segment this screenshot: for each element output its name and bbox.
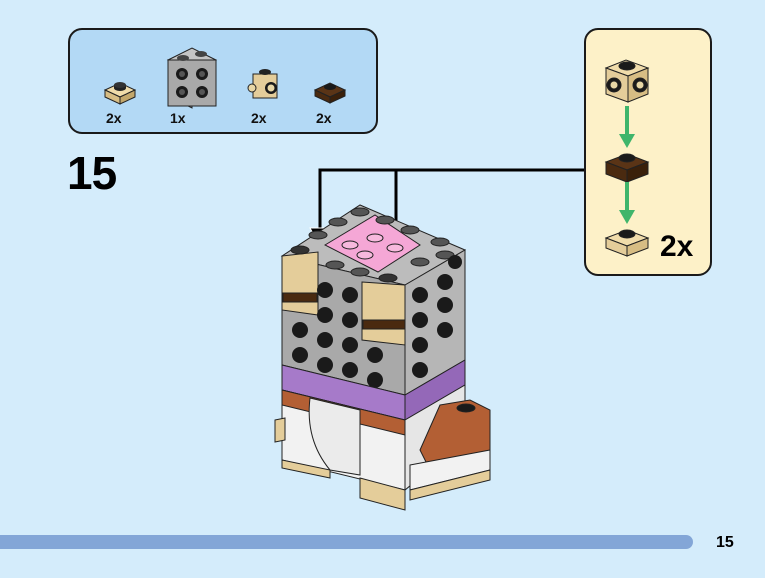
part-tan-brick-icon bbox=[247, 69, 278, 99]
sub-tan-plate-icon bbox=[604, 229, 650, 257]
progress-bar bbox=[0, 535, 693, 549]
part-count: 1x bbox=[170, 110, 186, 126]
subassembly-illustration bbox=[604, 59, 650, 257]
subassembly-box: 2x bbox=[584, 28, 712, 276]
part-count: 2x bbox=[106, 110, 122, 126]
part-brown-plate-icon bbox=[313, 82, 347, 104]
page-number: 15 bbox=[716, 534, 734, 551]
parts-list-illustration bbox=[103, 47, 347, 109]
subassembly-count: 2x bbox=[660, 230, 694, 263]
part-gray-brick-icon bbox=[166, 47, 218, 109]
sub-tan-brick-icon bbox=[604, 59, 650, 103]
step-number: 15 bbox=[67, 147, 117, 199]
part-tan-plate-icon bbox=[103, 82, 137, 105]
right-side-studs bbox=[412, 255, 462, 378]
model-body bbox=[274, 384, 491, 511]
part-count: 2x bbox=[251, 110, 267, 126]
top-studs bbox=[290, 207, 455, 283]
down-arrow-icon bbox=[619, 210, 635, 224]
top-pink-studs bbox=[341, 233, 404, 260]
down-arrow-icon bbox=[619, 134, 635, 148]
sub-brown-plate-icon bbox=[604, 153, 650, 183]
front-side-studs bbox=[292, 282, 383, 388]
parts-list-box: 2x 1x 2x 2x bbox=[68, 28, 378, 134]
part-count: 2x bbox=[316, 110, 332, 126]
